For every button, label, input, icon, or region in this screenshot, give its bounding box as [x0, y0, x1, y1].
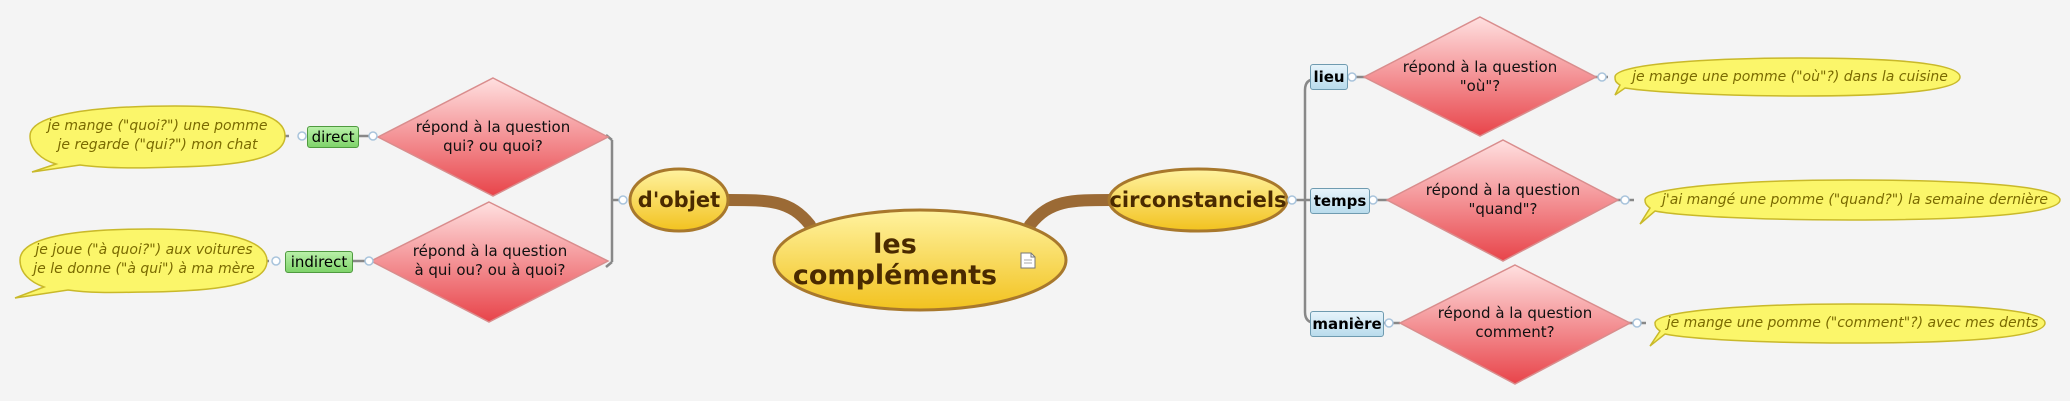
diamond-maniere[interactable] [1398, 264, 1632, 385]
diamond-lieu[interactable] [1362, 16, 1598, 137]
bubble-temps-text: j'ai mangé une pomme ("quand?") la semai… [1662, 191, 2048, 208]
diamond-lieu-text: répond à la question "où"? [1402, 58, 1558, 95]
note-icon[interactable] [1020, 252, 1036, 269]
tag-temps[interactable]: temps [1310, 188, 1370, 214]
tag-lieu[interactable]: lieu [1310, 64, 1348, 90]
branch-objet [722, 194, 816, 231]
diamond-direct-text: répond à la question qui? ou quoi? [415, 118, 571, 155]
tag-direct[interactable]: direct [307, 126, 359, 148]
diamond-indirect-text: répond à la question à qui ou? ou à quoi… [412, 242, 568, 279]
bubble-lieu-text: je mange une pomme ("où"?) dans la cuisi… [1632, 68, 1948, 85]
bubble-direct-shape[interactable] [29, 105, 286, 173]
tag-maniere[interactable]: manière [1310, 311, 1384, 337]
branch-circ [1024, 194, 1118, 231]
connector-ports [271, 72, 1642, 328]
diamond-direct[interactable] [376, 77, 610, 197]
circ-node-shape[interactable] [1107, 167, 1289, 233]
objet-node-label[interactable]: d'objet [637, 188, 721, 212]
diamond-indirect[interactable] [369, 201, 610, 323]
circ-node-label[interactable]: circonstanciels [1109, 188, 1287, 212]
center-node-label[interactable]: les compléments [792, 229, 998, 291]
bubble-indirect-text: je joue ("à quoi?") aux voitures je le d… [33, 242, 255, 277]
center-node-shape[interactable] [772, 208, 1068, 312]
objet-node-shape[interactable] [628, 167, 730, 233]
tag-indirect[interactable]: indirect [285, 251, 353, 273]
bubble-direct-text: je mange ("quoi?") une pomme je regarde … [47, 118, 268, 153]
bubble-temps-shape[interactable] [1639, 179, 2061, 225]
diamond-temps[interactable] [1385, 139, 1620, 262]
bubble-maniere-text: je mange une pomme ("comment"?) avec mes… [1666, 314, 2039, 331]
diamond-temps-text: répond à la question "quand"? [1425, 181, 1581, 218]
bubble-lieu-shape[interactable] [1614, 57, 1961, 97]
diamond-maniere-text: répond à la question comment? [1437, 304, 1593, 341]
bubble-maniere-shape[interactable] [1649, 303, 2046, 347]
bubble-indirect-shape[interactable] [14, 228, 268, 299]
